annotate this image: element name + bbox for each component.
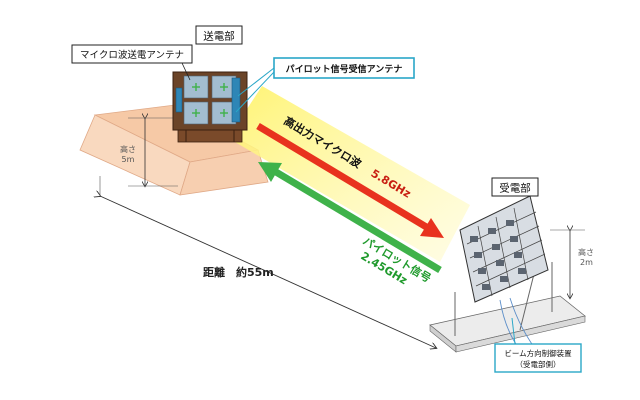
transmit-antenna-callout	[71, 44, 193, 64]
receive-unit-label: 受電部	[499, 182, 531, 195]
transmit-antenna-label: マイクロ波送電アンテナ	[80, 49, 184, 61]
beam-control-callout	[494, 343, 582, 373]
height-left-label-2: 5m	[122, 155, 135, 164]
microwave-arrow	[256, 122, 444, 238]
transmit-platform	[79, 104, 269, 196]
pilot-antenna-label: パイロット信号受信アンテナ	[286, 63, 403, 75]
distance-line	[100, 196, 436, 348]
height-right-label-1: 高さ	[578, 247, 594, 257]
beam-control-label-2: （受電部側）	[516, 359, 561, 369]
transmit-unit-label: 送電部	[203, 30, 235, 43]
transmit-unit-callout	[195, 25, 243, 45]
receive-unit	[429, 195, 586, 356]
receive-unit-callout	[491, 177, 539, 197]
transmit-antenna	[172, 71, 248, 143]
height-dimension-left	[128, 118, 178, 186]
height-dimension-right	[550, 230, 585, 298]
height-left-label-1: 高さ	[120, 144, 136, 154]
distance-label: 距離 約55m	[203, 265, 274, 279]
beam-control-label-1: ビーム方向制御装置	[504, 348, 572, 358]
pilot-arrow	[258, 162, 442, 274]
height-right-label-2: 2m	[580, 258, 593, 267]
